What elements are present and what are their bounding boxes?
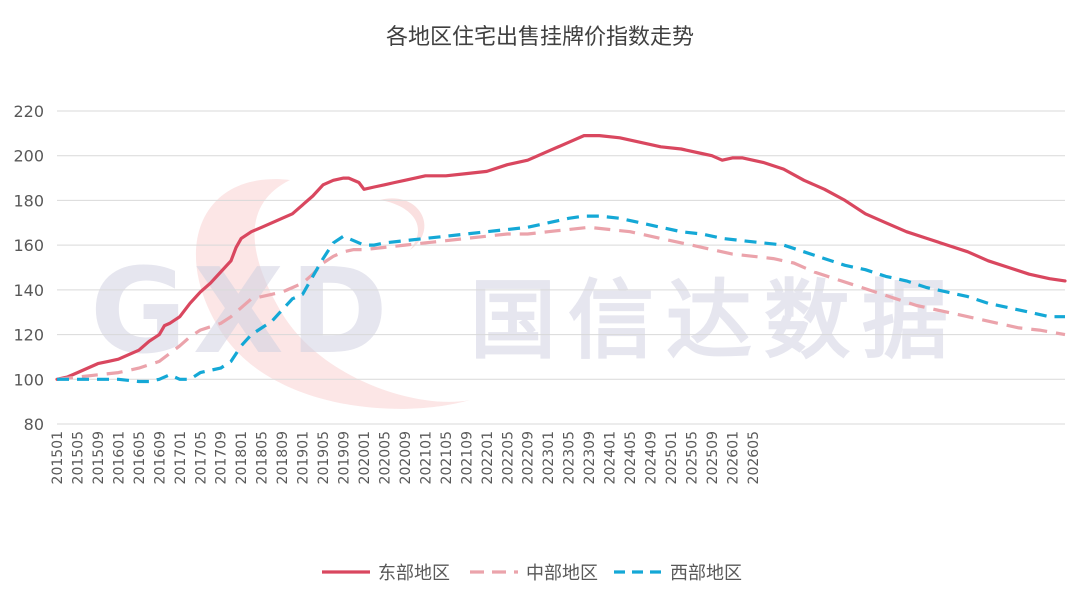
x-tick-label: 202101 <box>418 431 434 484</box>
series-group <box>55 134 1067 384</box>
x-tick-label: 201909 <box>337 431 353 484</box>
x-tick-label: 202105 <box>439 431 455 484</box>
x-tick-label: 202205 <box>500 431 516 484</box>
x-tick-label: 202501 <box>664 431 680 484</box>
x-tick-label: 202209 <box>521 431 537 484</box>
x-tick-label: 202405 <box>623 431 639 484</box>
x-tick-label: 202309 <box>582 431 598 484</box>
chart-title: 各地区住宅出售挂牌价指数走势 <box>386 25 694 50</box>
x-tick-label: 201705 <box>193 431 209 484</box>
legend-label-1: 东部地区 <box>378 563 450 584</box>
x-tick-label: 202505 <box>684 431 700 484</box>
x-tick-label: 202009 <box>398 431 414 484</box>
x-tick-label: 201805 <box>255 431 271 484</box>
y-axis: 80 100 120 140 160 180 200 220 <box>13 102 44 434</box>
watermark-logo: GXD <box>90 242 394 380</box>
watermark-swoosh-icon <box>380 198 425 250</box>
x-tick-label: 201505 <box>70 431 86 484</box>
x-tick-label: 201609 <box>152 431 168 484</box>
x-tick-label: 201701 <box>173 431 189 484</box>
y-tick-label: 200 <box>13 147 44 166</box>
y-tick-label: 120 <box>13 326 44 345</box>
x-tick-label: 201501 <box>50 431 66 484</box>
x-tick-label: 202605 <box>746 431 762 484</box>
x-tick-label: 202401 <box>603 431 619 484</box>
x-tick-label: 201901 <box>296 431 312 484</box>
x-tick-label: 201709 <box>214 431 230 484</box>
legend-label-3: 西部地区 <box>670 563 742 584</box>
legend: 东部地区 中部地区 西部地区 <box>322 563 742 584</box>
series-line-2 <box>56 225 1066 381</box>
y-tick-label: 100 <box>13 370 44 389</box>
x-tick-label: 202601 <box>725 431 741 484</box>
legend-label-2: 中部地区 <box>526 563 598 584</box>
x-tick-label: 202201 <box>480 431 496 484</box>
x-tick-label: 202305 <box>562 431 578 484</box>
x-tick-label: 201601 <box>111 431 127 484</box>
x-tick-label: 202001 <box>357 431 373 484</box>
x-tick-label: 202409 <box>644 431 660 484</box>
x-tick-label: 201809 <box>275 431 291 484</box>
watermark: GXD 国信达数据 <box>90 179 960 409</box>
x-tick-label: 201605 <box>132 431 148 484</box>
y-tick-label: 180 <box>13 191 44 210</box>
x-tick-label: 202109 <box>459 431 475 484</box>
series-line-1 <box>55 134 1067 381</box>
x-tick-label: 201509 <box>91 431 107 484</box>
y-tick-label: 80 <box>24 415 44 434</box>
x-tick-label: 202509 <box>705 431 721 484</box>
grid <box>57 110 1065 425</box>
y-tick-label: 140 <box>13 281 44 300</box>
x-tick-label: 201801 <box>234 431 250 484</box>
x-tick-label: 201905 <box>316 431 332 484</box>
x-tick-label: 202301 <box>541 431 557 484</box>
watermark-swoosh-icon <box>195 179 470 409</box>
watermark-text: 国信达数据 <box>470 271 960 371</box>
y-tick-label: 160 <box>13 236 44 255</box>
y-tick-label: 220 <box>13 102 44 121</box>
series-line-3 <box>57 214 1065 384</box>
x-tick-label: 202005 <box>377 431 393 484</box>
